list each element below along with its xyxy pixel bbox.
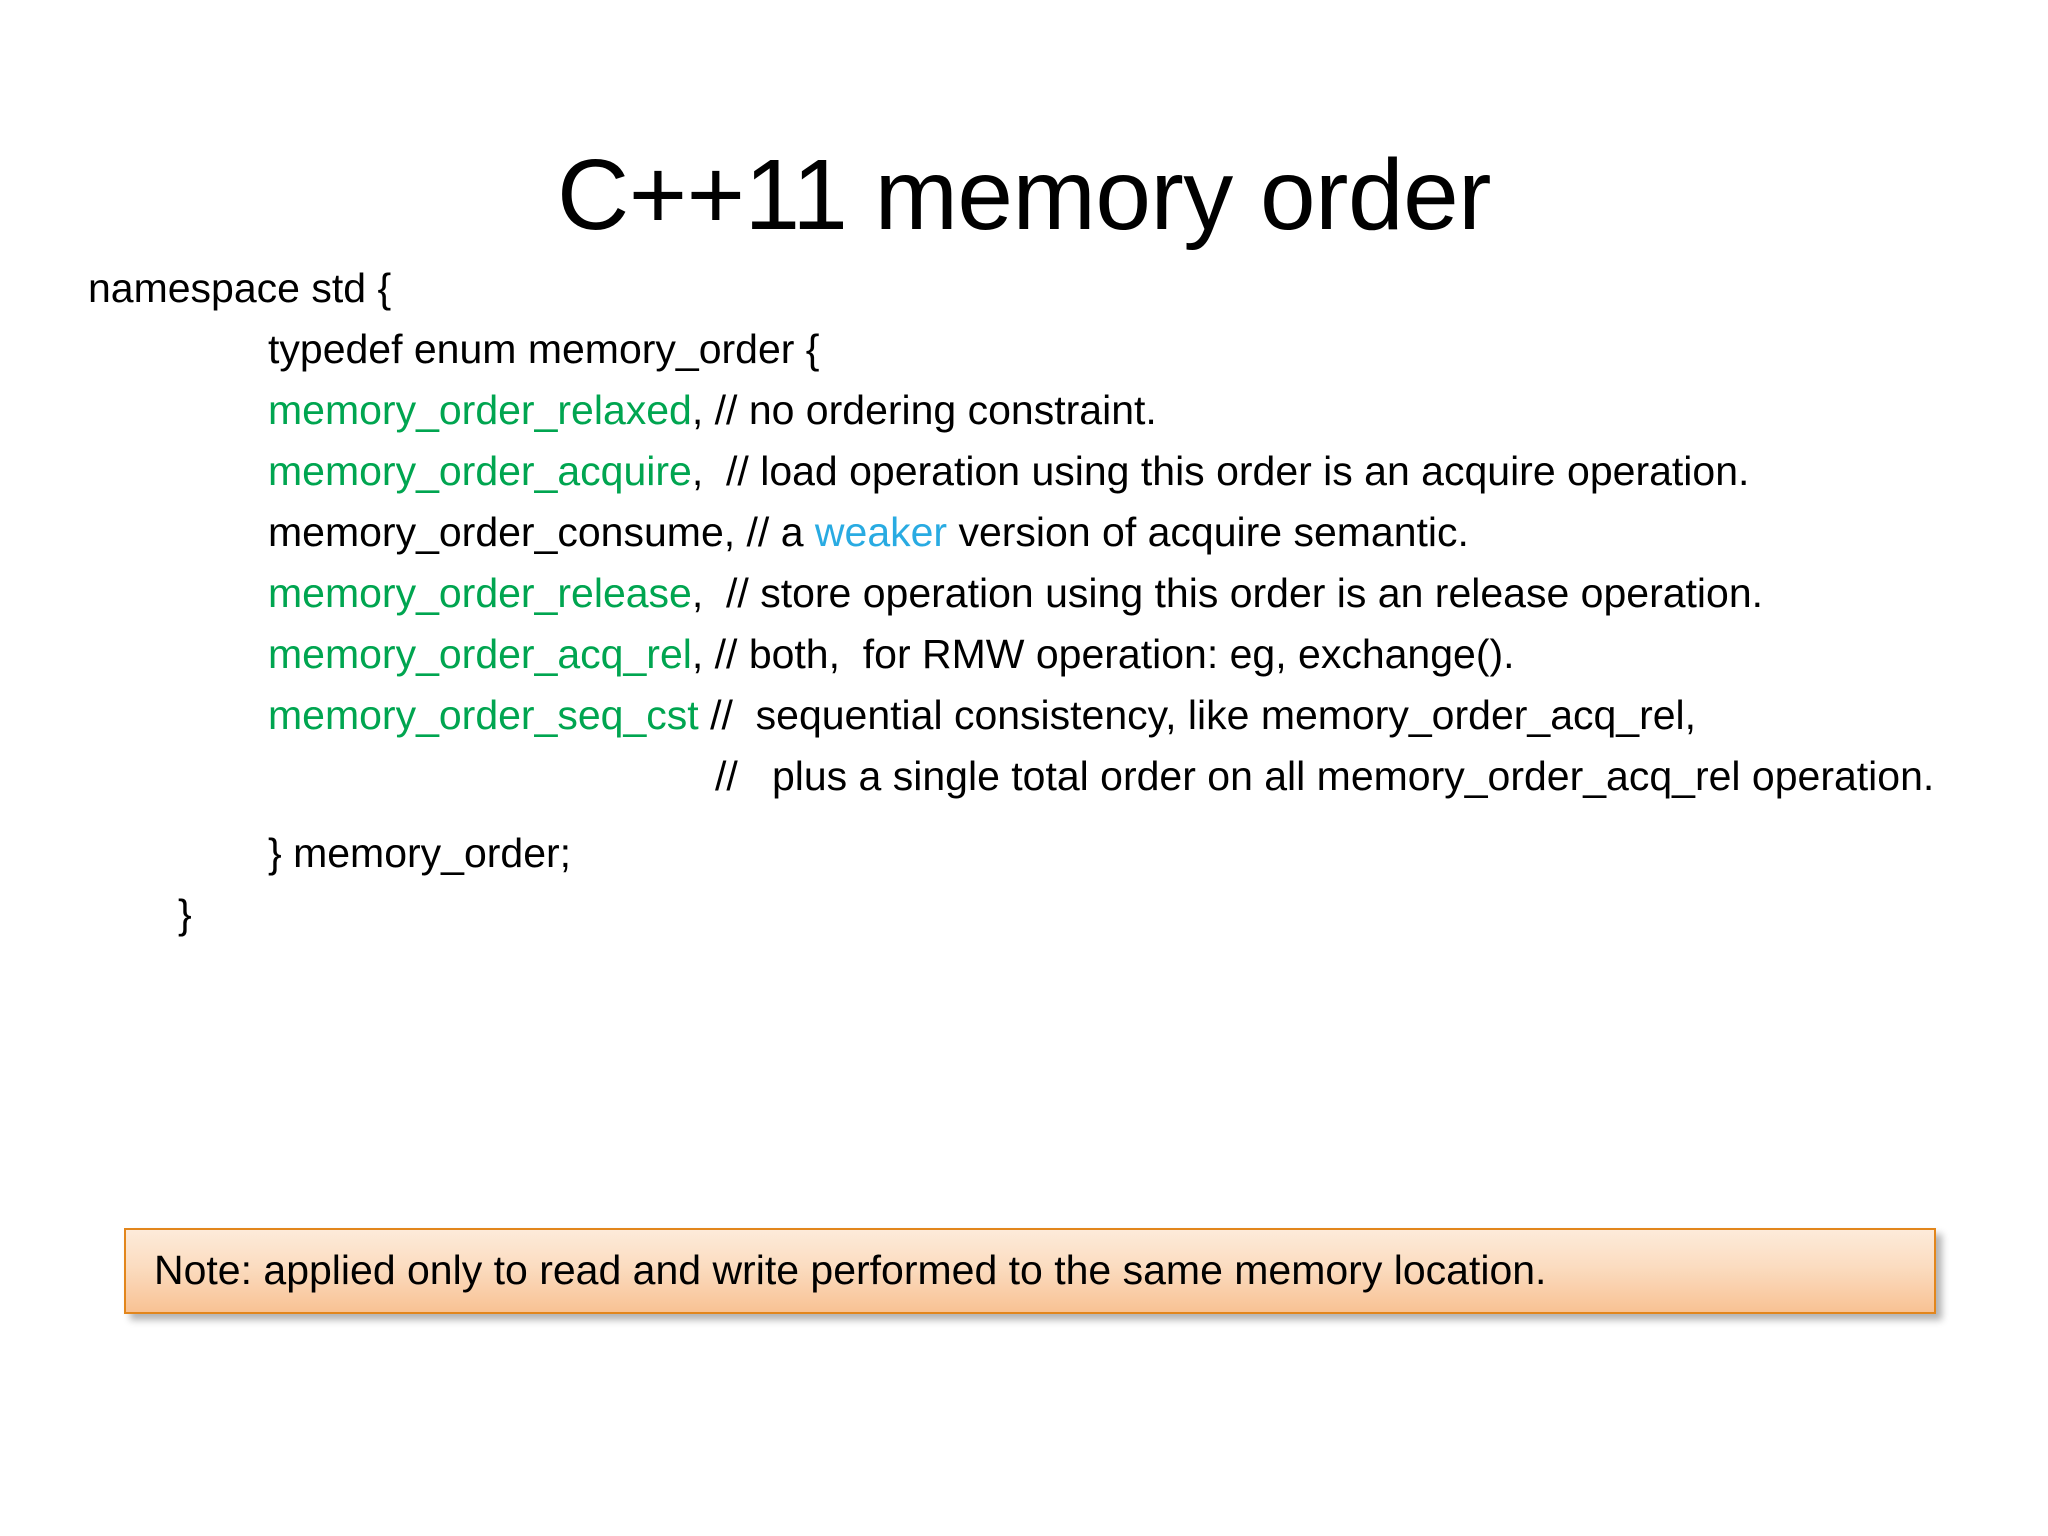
token-memory-order-release: memory_order_release xyxy=(268,570,692,616)
code-line-seq-cst: memory_order_seq_cst // sequential consi… xyxy=(0,685,2048,746)
token-weaker-highlight: weaker xyxy=(814,509,948,555)
note-callout-text: Note: applied only to read and write per… xyxy=(154,1247,1547,1294)
code-line-close-enum: } memory_order; xyxy=(268,830,572,876)
token-memory-order-relaxed: memory_order_relaxed xyxy=(268,387,692,433)
token-memory-order-acquire: memory_order_acquire xyxy=(268,448,692,494)
code-line-close-namespace: } xyxy=(178,891,192,937)
token-memory-order-seq-cst: memory_order_seq_cst xyxy=(268,692,699,738)
page-title: C++11 memory order xyxy=(557,139,1491,251)
code-line-release: memory_order_release, // store operation… xyxy=(0,563,2048,624)
comment-release: , // store operation using this order is… xyxy=(691,570,1764,616)
comment-consume-suffix: version of acquire semantic. xyxy=(947,509,1469,555)
comment-seq-cst: // sequential consistency, like memory_o… xyxy=(698,692,1697,738)
code-listing: namespace std { typedef enum memory_orde… xyxy=(0,258,2048,945)
note-callout: Note: applied only to read and write per… xyxy=(124,1228,1936,1314)
comment-acquire: , // load operation using this order is … xyxy=(691,448,1750,494)
code-line-typedef: typedef enum memory_order { xyxy=(268,326,820,372)
code-line-acquire: memory_order_acquire, // load operation … xyxy=(0,441,2048,502)
token-memory-order-acq-rel: memory_order_acq_rel xyxy=(268,631,692,677)
code-spacer xyxy=(0,807,2048,823)
code-line-acq-rel: memory_order_acq_rel, // both, for RMW o… xyxy=(0,624,2048,685)
comment-acq-rel: , // both, for RMW operation: eg, exchan… xyxy=(691,631,1515,677)
code-line-consume: memory_order_consume, // a weaker versio… xyxy=(0,502,2048,563)
comment-relaxed: , // no ordering constraint. xyxy=(691,387,1157,433)
code-line-relaxed: memory_order_relaxed, // no ordering con… xyxy=(0,380,2048,441)
code-line-seq-cst-continuation: // plus a single total order on all memo… xyxy=(715,753,1935,799)
token-memory-order-consume: memory_order_consume, // a xyxy=(268,509,815,555)
code-line-namespace: namespace std { xyxy=(88,265,392,311)
